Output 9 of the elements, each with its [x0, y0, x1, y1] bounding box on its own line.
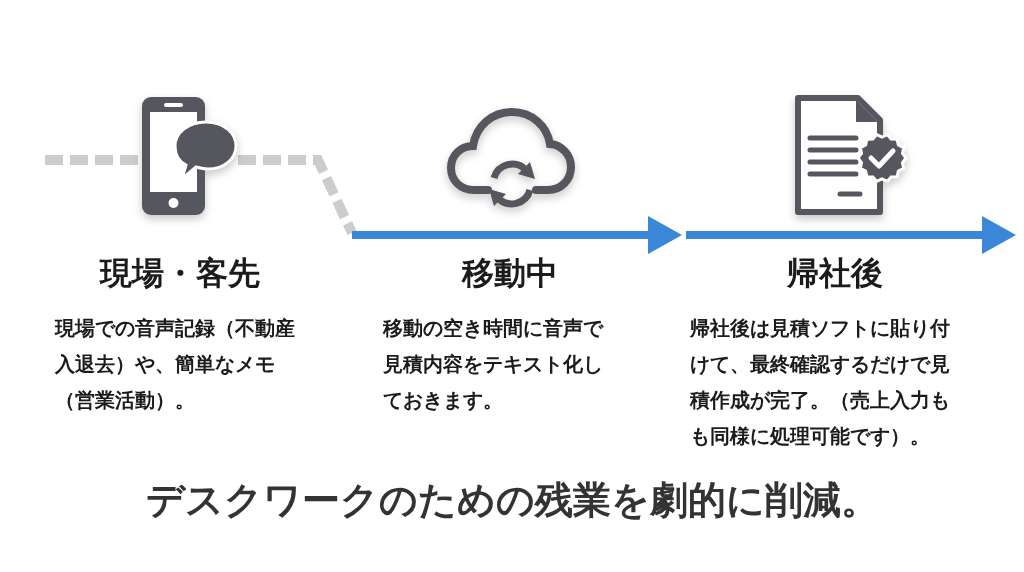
- dashed-line: [45, 155, 140, 165]
- caption: デスクワークのための残業を劇的に削減。: [145, 477, 879, 524]
- dashed-line: [238, 155, 357, 236]
- stage-heading: 帰社後: [787, 253, 883, 293]
- stage-heading: 現場・客先: [100, 253, 260, 293]
- stage-description: 現場での音声記録（不動産入退去）や、簡単なメモ（営業活動）。: [55, 315, 296, 414]
- stage-heading: 移動中: [462, 253, 558, 293]
- stage-description: 帰社後は見積ソフトに貼り付けて、最終確認するだけで見積作成が完了。（売上入力もも同様に処理可能です）。: [690, 315, 951, 450]
- stage-description: 移動の空き時間に音声で見積内容をテキスト化しておきます。: [383, 315, 605, 414]
